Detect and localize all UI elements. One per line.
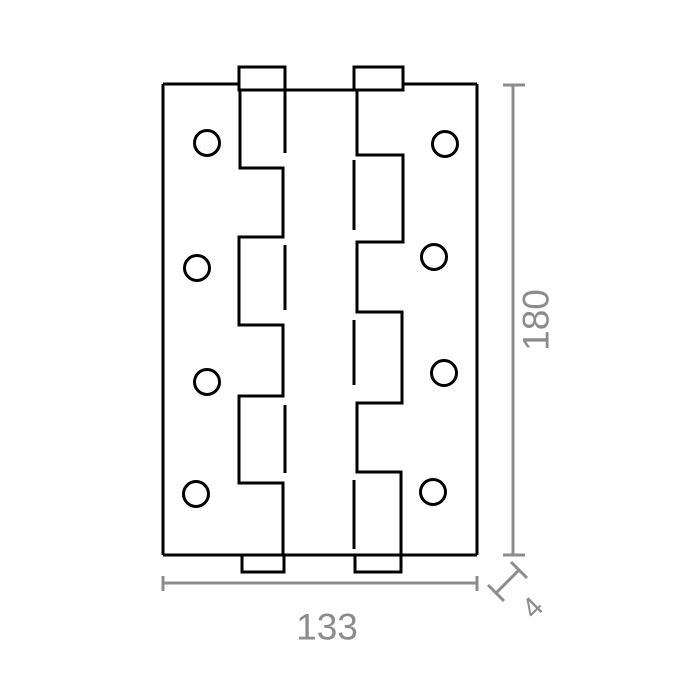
screw-hole <box>183 254 211 282</box>
screw-hole <box>193 129 221 157</box>
thickness-dimension-tick-lower <box>486 583 506 603</box>
screw-hole <box>419 478 447 506</box>
screw-hole <box>193 368 221 396</box>
pin-caps <box>237 65 405 574</box>
height-dimension-label: 180 <box>516 289 557 351</box>
hinge-plate-outline <box>161 82 479 557</box>
right-knuckle-column <box>352 90 405 555</box>
width-dimension-label: 133 <box>296 607 358 648</box>
height-dimension: 180 <box>503 83 557 557</box>
width-dimension: 133 <box>161 576 479 648</box>
thickness-dimension-tick-upper <box>509 560 529 580</box>
pin-cap-bottom-right <box>353 553 403 574</box>
pin-cap-top-left <box>237 65 287 92</box>
right-knuckle-castellation <box>355 90 405 555</box>
screw-hole <box>182 480 210 508</box>
screw-hole <box>430 359 458 387</box>
left-knuckle-column <box>237 90 287 555</box>
screw-hole <box>431 130 459 158</box>
thickness-dimension-label: 4 <box>516 591 550 625</box>
screw-hole <box>420 243 448 271</box>
pin-cap-top-right <box>352 65 405 92</box>
screw-holes <box>182 129 459 508</box>
pin-cap-bottom-left <box>240 553 286 574</box>
left-knuckle-castellation <box>237 90 285 555</box>
thickness-dimension: 4 <box>486 560 550 625</box>
thickness-dimension-line <box>494 568 521 595</box>
